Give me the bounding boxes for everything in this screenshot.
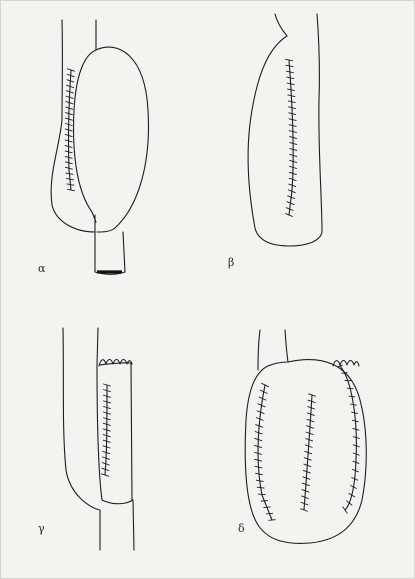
alpha-pouch-outline [96,47,148,232]
suture-stitch [352,412,358,413]
suture-stitch [66,173,73,174]
suture-stitch [67,184,74,185]
suture-stitch [264,507,270,508]
panel-gamma: γ [38,328,134,550]
alpha-neck [95,215,125,274]
suture-stitch [68,189,75,190]
panel-label-alpha: α [38,262,46,275]
suture-stitch [269,520,275,521]
suture-stitch [349,396,355,397]
delta-scalloped-rim [333,361,359,367]
panel-delta: δ [238,330,366,543]
suture-stitch [258,494,265,495]
panel-label-gamma: γ [38,522,45,535]
gamma-pouch-edge [99,363,132,500]
beta-tube-outline [248,14,322,246]
gamma-left-wall [63,328,100,550]
panel-label-delta: δ [238,522,245,535]
panel-alpha: α [38,20,148,275]
delta-left-suture [258,385,272,520]
alpha-pouch-inner [74,50,96,222]
suture-stitch [257,487,264,488]
panel-label-beta: β [228,256,234,269]
suture-stitch [66,178,73,179]
suture-stitch [256,480,263,481]
delta-inner-curve [340,366,356,510]
suture-stitch [351,404,357,405]
suture-stitch [266,513,272,514]
suture-stitch [261,501,267,502]
panel-beta: β [228,14,322,269]
delta-stitches [255,365,360,520]
